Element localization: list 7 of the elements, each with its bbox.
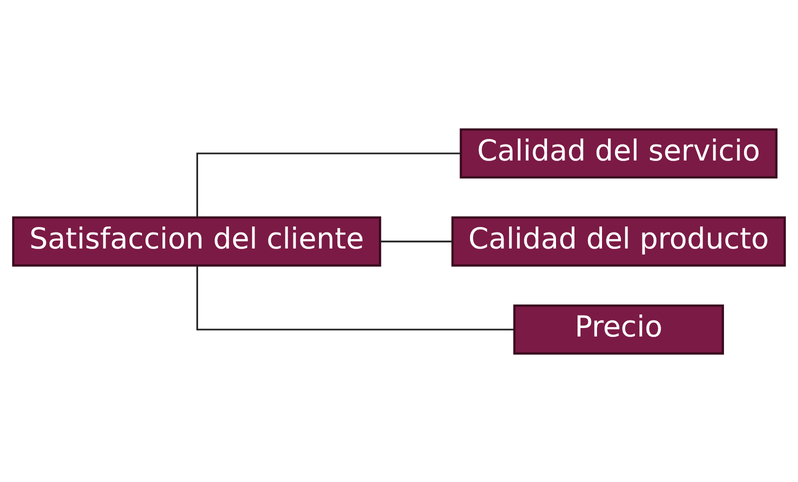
connector bbox=[196, 265, 514, 330]
node-box: Satisfaccion del cliente bbox=[12, 216, 382, 266]
node-box: Calidad del producto bbox=[451, 216, 786, 266]
connector bbox=[380, 240, 452, 242]
node-box: Calidad del servicio bbox=[460, 128, 778, 178]
node-box: Precio bbox=[513, 304, 724, 354]
connector bbox=[196, 152, 461, 217]
